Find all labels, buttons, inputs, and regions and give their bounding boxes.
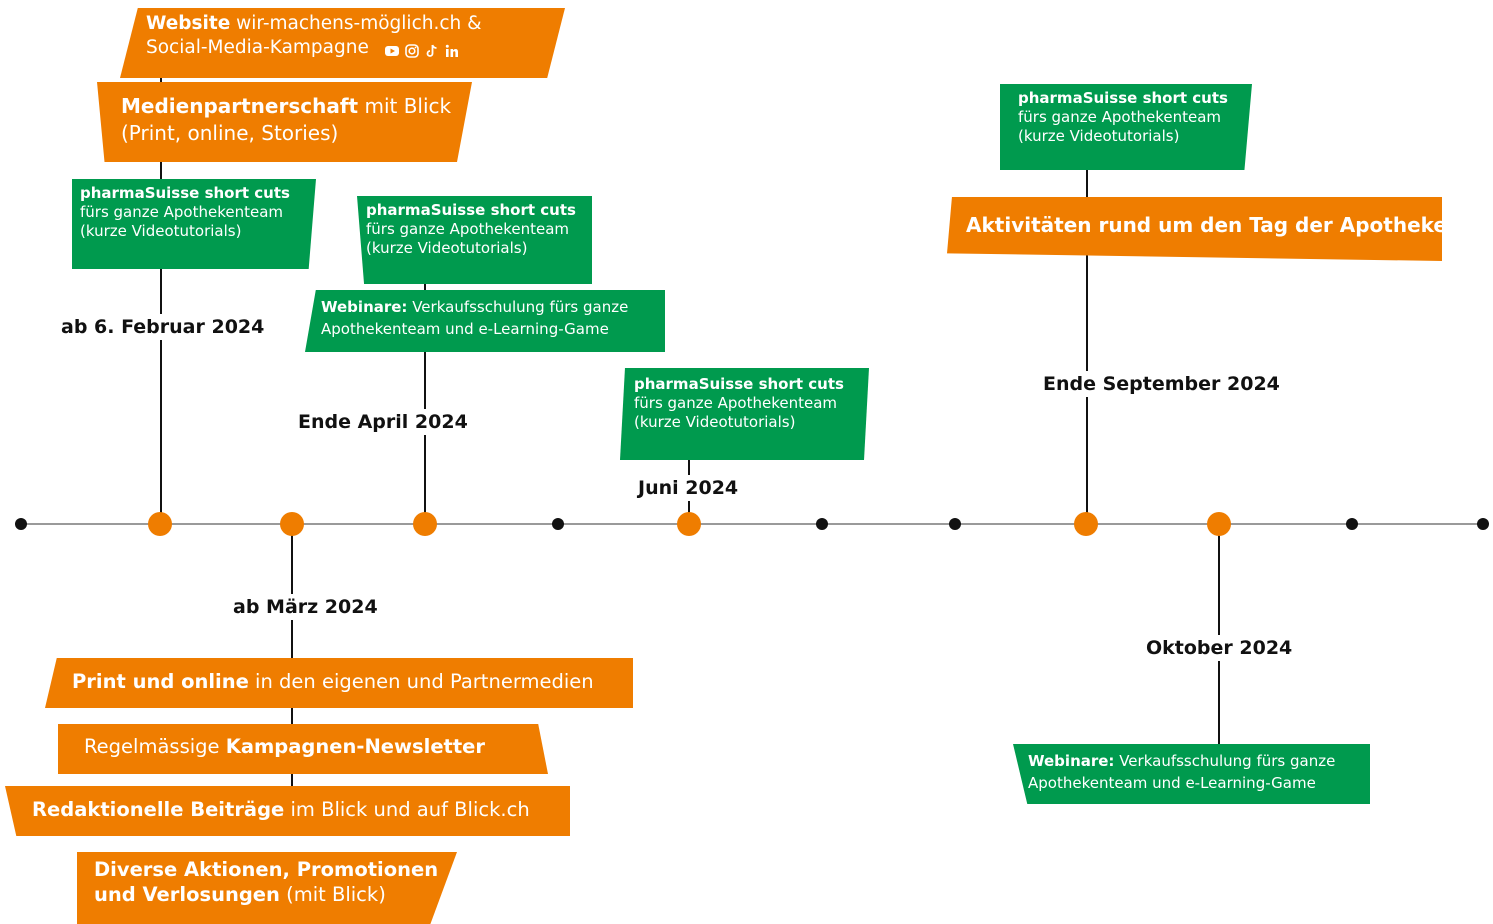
- website-url: wir-machens-möglich.ch &: [230, 13, 482, 34]
- instagram-icon: [404, 41, 419, 58]
- timeline-dot: [552, 518, 564, 530]
- webinar-box-apr: [305, 290, 665, 352]
- webinar-label: Webinare:: [321, 298, 408, 316]
- short-cuts-line2: (kurze Videotutorials): [80, 222, 242, 241]
- short-cuts-title: pharmaSuisse short cuts: [80, 184, 290, 202]
- media-partnership-label: Medienpartnerschaft: [121, 94, 359, 118]
- short-cuts-line2: (kurze Videotutorials): [1018, 127, 1180, 146]
- short-cuts-line1: fürs ganze Apothekenteam: [1018, 108, 1222, 127]
- media-partnership-box: [97, 82, 472, 162]
- short-cuts-text-feb: pharmaSuisse short cuts fürs ganze Apoth…: [80, 184, 290, 242]
- short-cuts-line2: (kurze Videotutorials): [366, 239, 528, 258]
- date-label-mar: ab März 2024: [229, 594, 382, 620]
- youtube-icon: [384, 41, 399, 56]
- webinar-desc: Verkaufsschulung fürs ganze: [407, 298, 629, 316]
- short-cuts-text-jun: pharmaSuisse short cuts fürs ganze Apoth…: [634, 375, 844, 433]
- website-campaign-text: Website wir-machens-möglich.ch & Social-…: [146, 12, 482, 59]
- timeline-dot: [816, 518, 828, 530]
- date-label-feb: ab 6. Februar 2024: [57, 314, 269, 340]
- print-online-box: [45, 658, 633, 708]
- media-partnership-channels: (Print, online, Stories): [121, 121, 339, 145]
- timeline-dot: [15, 518, 27, 530]
- connector-apr: [424, 280, 426, 524]
- short-cuts-title: pharmaSuisse short cuts: [366, 201, 576, 219]
- connector-sep: [1086, 155, 1088, 524]
- webinar-text-oct: Webinare: Verkaufsschulung fürs ganze Ap…: [1028, 751, 1335, 795]
- print-online-text: Print und online in den eigenen und Part…: [72, 670, 594, 695]
- date-label-apr: Ende April 2024: [294, 409, 472, 435]
- timeline-dot-apr: [413, 512, 437, 536]
- date-label-jun: Juni 2024: [634, 475, 743, 501]
- short-cuts-box-sep: [1000, 84, 1252, 170]
- webinar-desc-line2: Apothekenteam und e-Learning-Game: [1028, 773, 1316, 792]
- social-icons: [384, 41, 459, 58]
- editorial-text: Redaktionelle Beiträge im Blick und auf …: [32, 798, 530, 823]
- short-cuts-text-sep: pharmaSuisse short cuts fürs ganze Apoth…: [1018, 89, 1228, 147]
- timeline-dot-feb: [148, 512, 172, 536]
- short-cuts-box-feb: [72, 179, 316, 269]
- website-campaign-box: [120, 8, 565, 78]
- media-partnership-partner: mit Blick: [358, 94, 452, 118]
- short-cuts-line1: fürs ganze Apothekenteam: [366, 220, 570, 239]
- newsletter-prefix: Regelmässige: [84, 735, 226, 758]
- timeline-dot: [1477, 518, 1489, 530]
- timeline-dot: [949, 518, 961, 530]
- print-online-label: Print und online: [72, 670, 249, 693]
- short-cuts-title: pharmaSuisse short cuts: [1018, 89, 1228, 107]
- promotions-box: [77, 852, 457, 924]
- promotions-text: Diverse Aktionen, Promotionen und Verlos…: [94, 858, 438, 908]
- short-cuts-box-jun: [620, 368, 869, 460]
- promotions-line1: Diverse Aktionen, Promotionen: [94, 858, 439, 881]
- newsletter-label: Kampagnen-Newsletter: [225, 735, 486, 758]
- editorial-box: [5, 786, 570, 836]
- print-online-desc: in den eigenen und Partnermedien: [248, 670, 594, 693]
- newsletter-text: Regelmässige Kampagnen-Newsletter: [84, 735, 485, 760]
- linkedin-icon: [445, 41, 459, 57]
- tiktok-icon: [425, 41, 439, 57]
- webinar-desc: Verkaufsschulung fürs ganze: [1114, 752, 1336, 770]
- pharmacy-day-box: [947, 197, 1442, 261]
- webinar-box-oct: [1013, 744, 1370, 804]
- webinar-text-apr: Webinare: Verkaufsschulung fürs ganze Ap…: [321, 297, 628, 341]
- timeline-dot-sep: [1074, 512, 1098, 536]
- webinar-desc-line2: Apothekenteam und e-Learning-Game: [321, 319, 609, 338]
- date-label-oct: Oktober 2024: [1142, 635, 1297, 661]
- social-media-label: Social-Media-Kampagne: [146, 36, 369, 58]
- connector-feb: [160, 70, 162, 524]
- date-label-sep: Ende September 2024: [1039, 371, 1284, 397]
- timeline-axis: [22, 523, 1487, 525]
- webinar-label: Webinare:: [1028, 752, 1115, 770]
- pharmacy-day-label: Aktivitäten rund um den Tag der Apotheke: [966, 213, 1447, 237]
- short-cuts-text-apr: pharmaSuisse short cuts fürs ganze Apoth…: [366, 201, 576, 259]
- short-cuts-line1: fürs ganze Apothekenteam: [634, 394, 838, 413]
- timeline-dot-jun: [677, 512, 701, 536]
- short-cuts-line1: fürs ganze Apothekenteam: [80, 203, 284, 222]
- newsletter-box: [58, 724, 548, 774]
- short-cuts-title: pharmaSuisse short cuts: [634, 375, 844, 393]
- editorial-desc: im Blick und auf Blick.ch: [284, 798, 530, 821]
- timeline-dot-mar: [280, 512, 304, 536]
- short-cuts-box-apr: [357, 196, 592, 284]
- timeline-dot-oct: [1207, 512, 1231, 536]
- timeline-dot: [1346, 518, 1358, 530]
- website-label: Website: [146, 13, 231, 34]
- short-cuts-line2: (kurze Videotutorials): [634, 413, 796, 432]
- promotions-partner: (mit Blick): [279, 882, 386, 906]
- promotions-label: und Verlosungen: [94, 882, 280, 906]
- media-partnership-text: Medienpartnerschaft mit Blick (Print, on…: [121, 93, 451, 147]
- pharmacy-day-text: Aktivitäten rund um den Tag der Apotheke: [966, 213, 1447, 239]
- editorial-label: Redaktionelle Beiträge: [32, 798, 285, 821]
